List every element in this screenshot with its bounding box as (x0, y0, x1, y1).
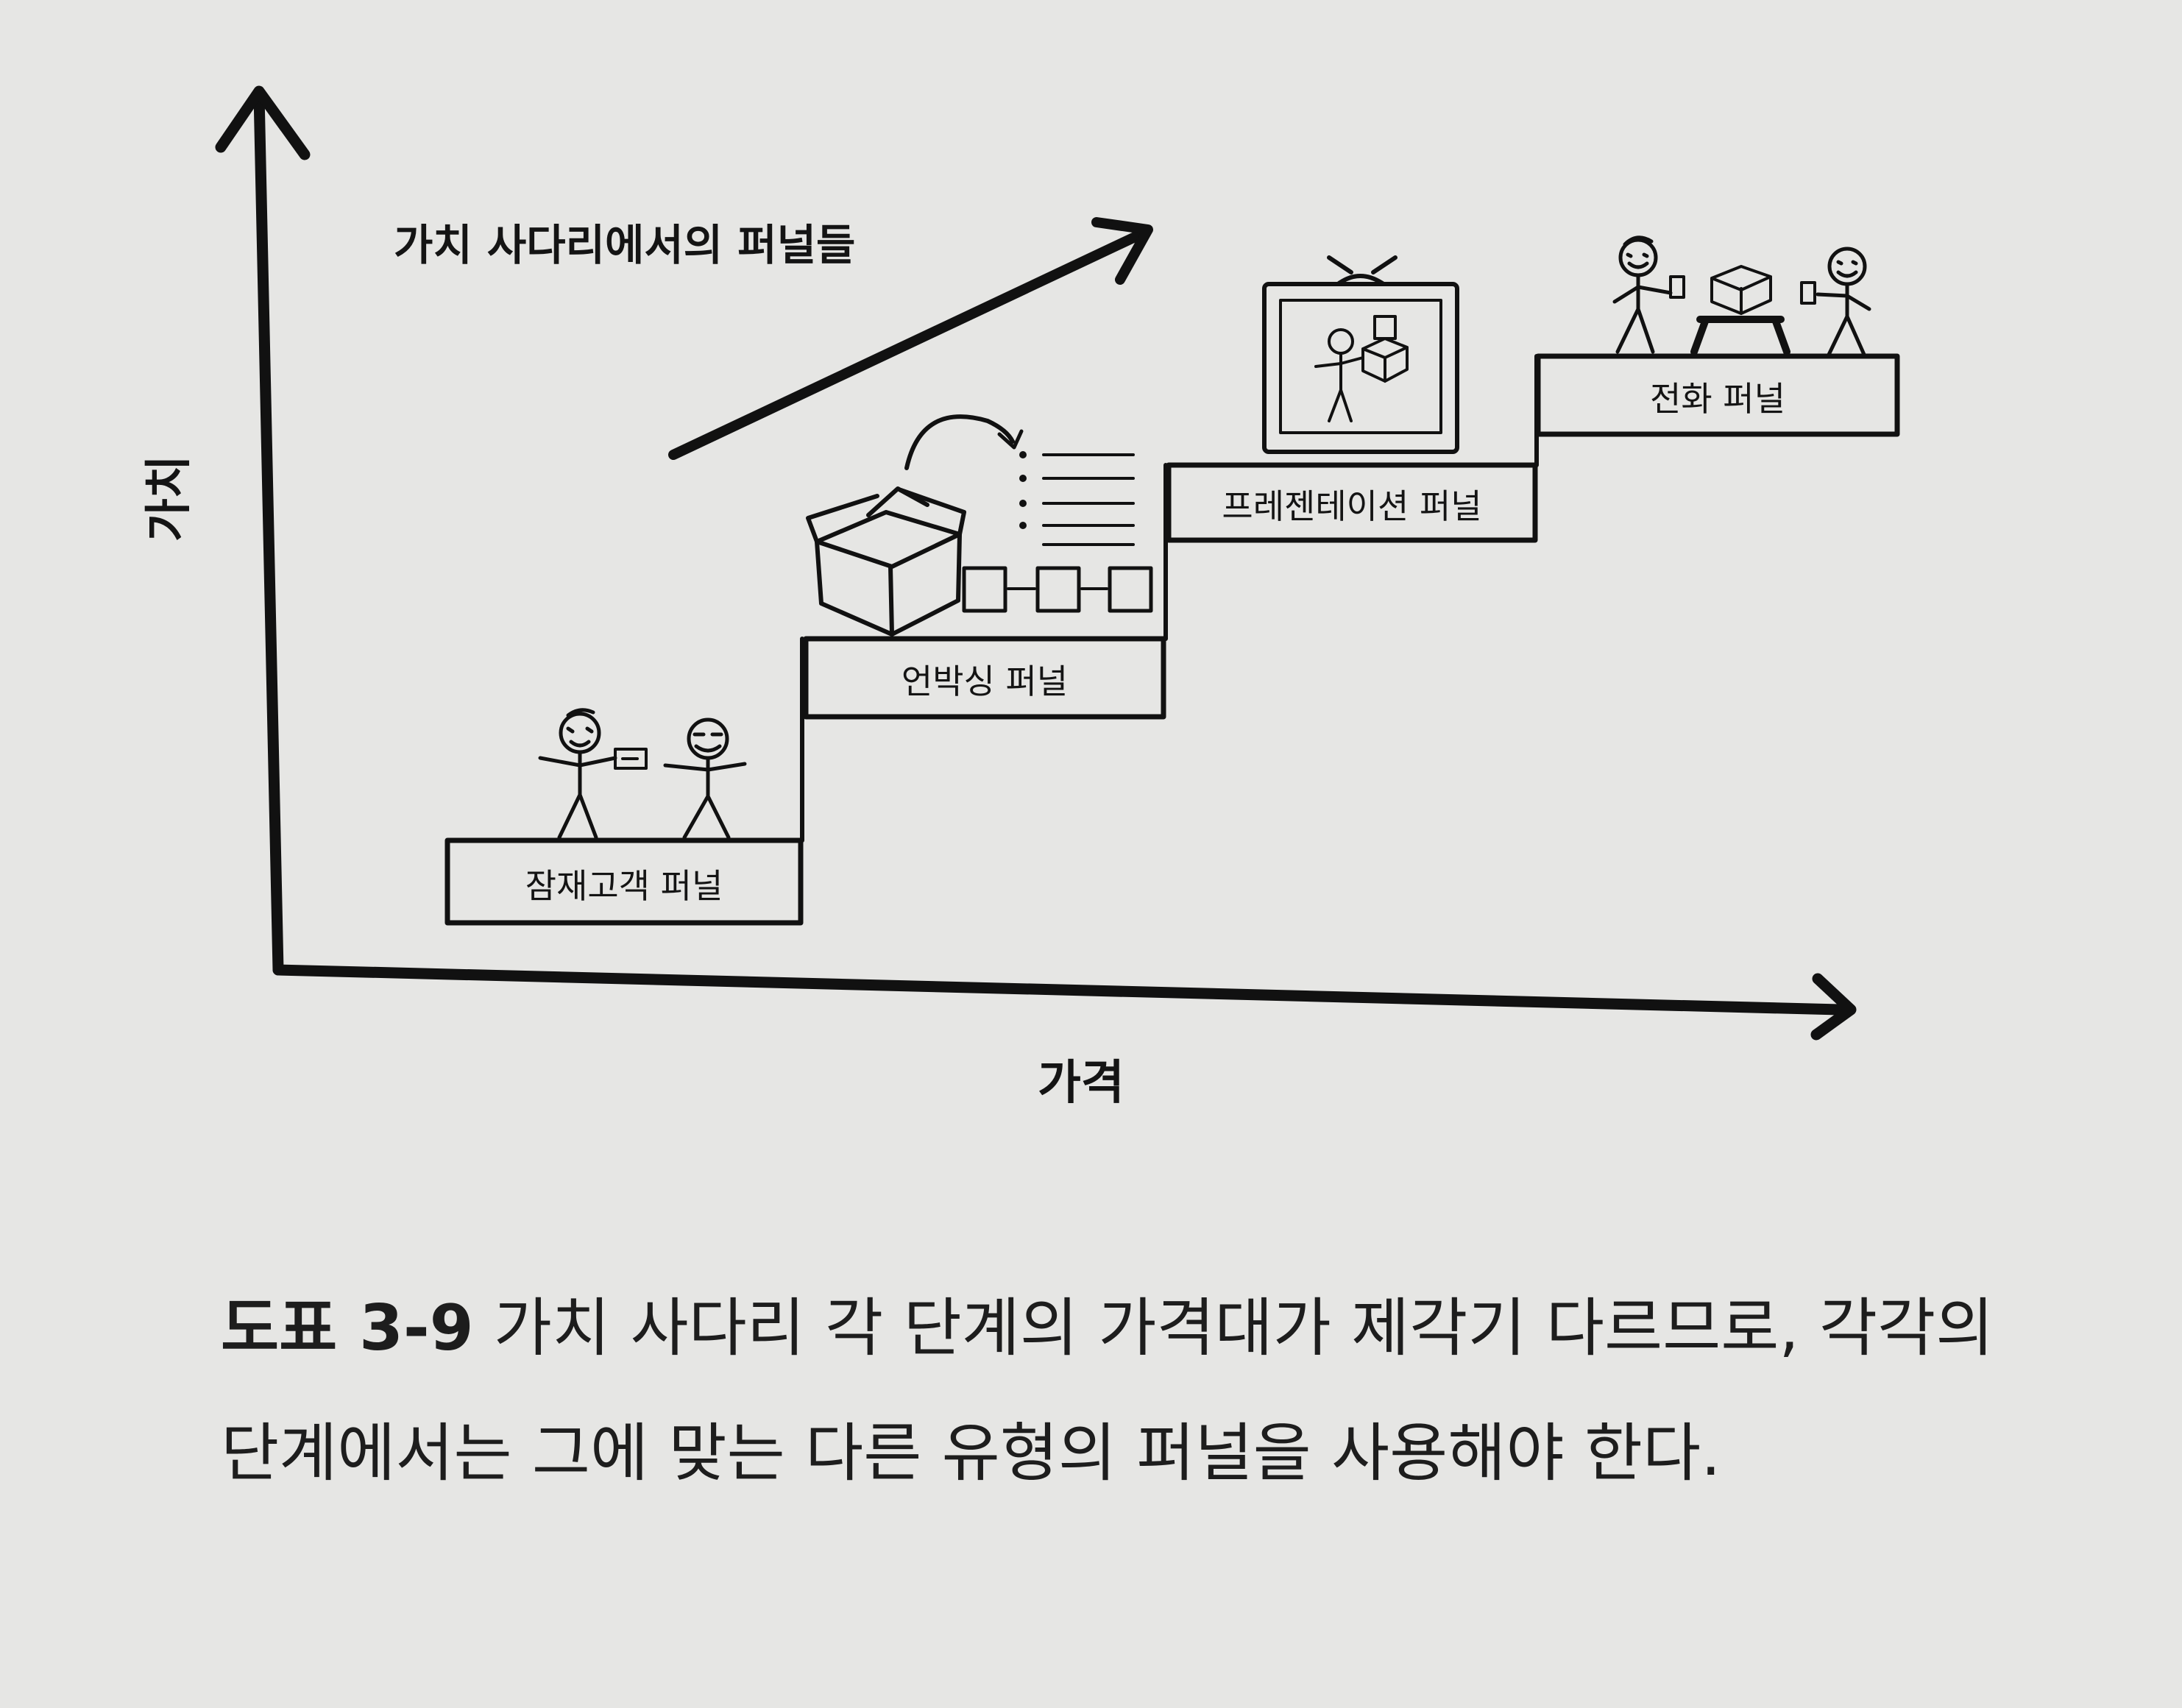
caption-text: 가치 사다리 각 단계의 가격대가 제각기 다르므로, 각각의 단계에서는 그에… (221, 1291, 1994, 1490)
x-axis (272, 964, 1857, 1041)
step-label-presentation: 프레젠테이션 퍼널 (1222, 486, 1482, 526)
y-axis (215, 85, 311, 976)
figure-number: 도표 3-9 (221, 1291, 474, 1365)
tv-illustration (1262, 255, 1459, 454)
x-axis-label: 가격 (1038, 1056, 1124, 1110)
growth-arrow (668, 217, 1153, 460)
step-label-unboxing: 언박싱 퍼널 (901, 662, 1069, 701)
y-axis-label: 가치 (142, 455, 196, 542)
figure-caption: 도표 3-9 가치 사다리 각 단계의 가격대가 제각기 다르므로, 각각의 단… (221, 1266, 2002, 1516)
diagram-title: 가치 사다리에서의 퍼널들 (394, 220, 856, 270)
step-label-prospect: 잠재고객 퍼널 (525, 866, 723, 906)
figures-prospect-illustration (538, 708, 747, 840)
unboxing-illustration (806, 414, 1153, 637)
phone-call-illustration (1612, 235, 1871, 358)
step-box-unboxing (803, 636, 1166, 720)
step-box-prospect (444, 837, 804, 926)
step-label-phone: 전화 퍼널 (1650, 379, 1785, 419)
step-box-presentation (1166, 462, 1538, 543)
